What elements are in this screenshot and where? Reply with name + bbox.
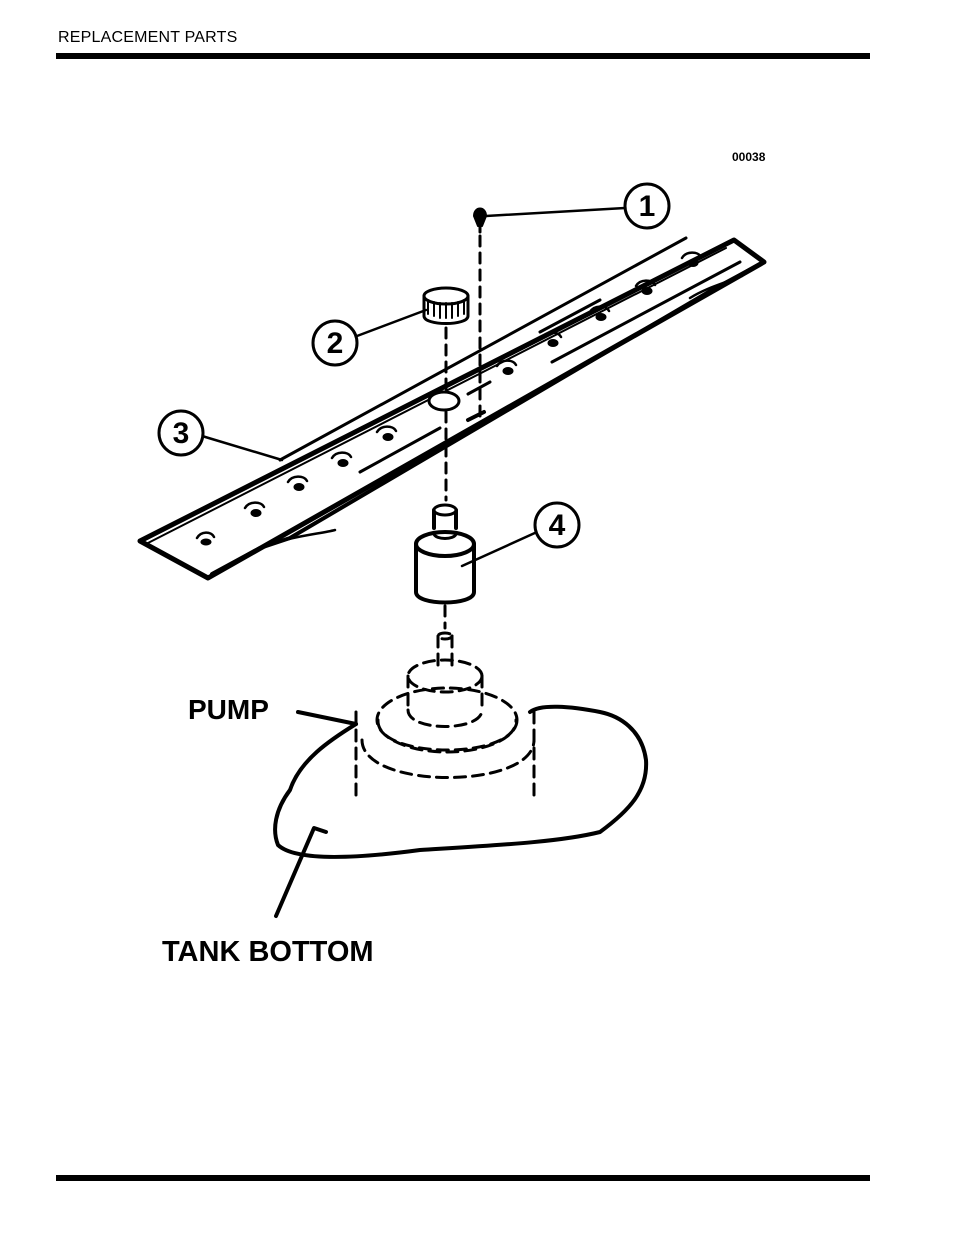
- pump-leader-line: [298, 712, 356, 724]
- callout-number-1: 1: [639, 190, 656, 223]
- tank-bottom-label: TANK BOTTOM: [162, 936, 374, 968]
- callout-number-4: 4: [549, 509, 566, 542]
- tank-bottom-leader-line: [276, 828, 326, 916]
- tank-bottom-surface: [275, 707, 646, 857]
- pump: [356, 633, 534, 800]
- callout-number-3: 3: [173, 417, 190, 450]
- bearing: [416, 505, 474, 603]
- spray-arm-hub-hole: [429, 392, 459, 410]
- pump-label: PUMP: [188, 694, 269, 725]
- footer-rule: [56, 1175, 870, 1181]
- callout-number-2: 2: [327, 327, 344, 360]
